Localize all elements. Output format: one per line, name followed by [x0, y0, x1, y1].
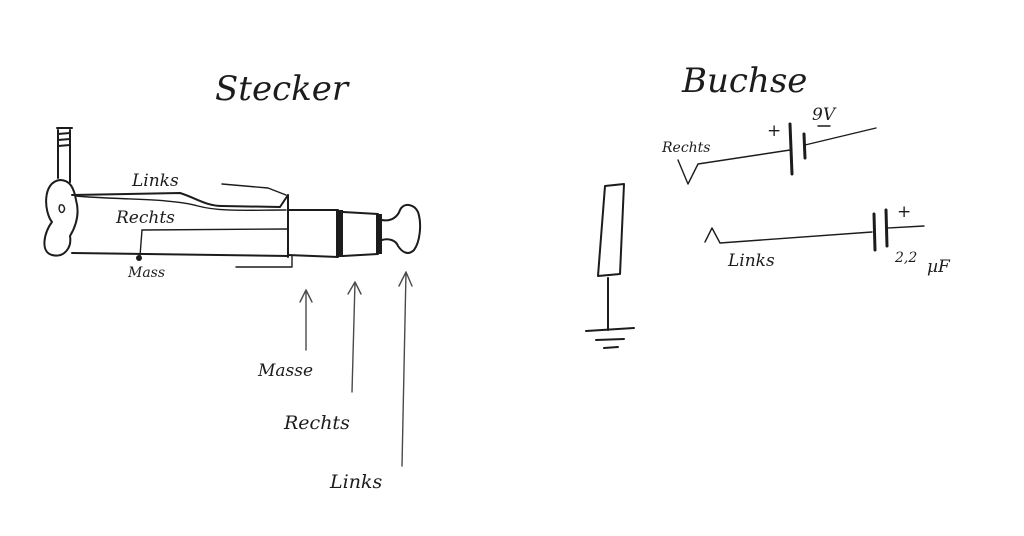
arrow-ring	[347, 281, 362, 393]
arrow-sleeve	[299, 289, 313, 351]
plug-sleeve	[287, 209, 339, 258]
plug-ring	[342, 211, 379, 257]
plug-tip	[381, 204, 422, 254]
wire-battery-out	[804, 127, 877, 146]
socket-title: Buchse	[681, 61, 807, 101]
plug-label-links: Links	[131, 171, 179, 191]
capacitor-unit: µF	[927, 257, 951, 277]
plug-insulator-1	[336, 210, 343, 257]
battery-plate-short	[802, 132, 807, 160]
plug-label-rechts: Rechts	[115, 208, 175, 228]
plug-grip	[43, 179, 79, 257]
capacitor-value: 2,2	[894, 250, 917, 266]
socket-label-links: Links	[727, 251, 775, 271]
pointer-arrows	[299, 271, 413, 467]
plug-body-bottom	[235, 255, 293, 268]
plug-label-mass: Mass	[127, 265, 165, 281]
ground-symbol	[585, 327, 635, 349]
pointer-label-rechts: Rechts	[283, 412, 350, 434]
capacitor-plate-1	[872, 212, 877, 252]
pointer-label-masse: Masse	[257, 361, 313, 381]
wire-links-socket	[704, 227, 873, 244]
plug-insulator-2	[376, 214, 382, 254]
wire-links	[75, 195, 287, 212]
arrow-tip	[398, 271, 413, 467]
wire-rechts	[141, 228, 289, 231]
plug-cable	[56, 127, 73, 183]
socket-drawing: Buchse Rechts + 9V + 2,2 µF Links	[585, 61, 951, 349]
battery-voltage: 9V	[812, 105, 837, 125]
plug-body-outline	[71, 192, 289, 258]
plug-title: Stecker	[215, 69, 350, 109]
wire-mass	[139, 229, 143, 257]
wire-rechts-socket	[677, 149, 791, 185]
battery-plus-sign: +	[767, 121, 781, 141]
plug-drawing: Stecker Links Rechts Mass Masse	[43, 69, 422, 493]
capacitor-plus-sign: +	[897, 202, 911, 222]
wire-capacitor-out	[886, 225, 925, 229]
socket-body	[597, 183, 625, 277]
socket-label-rechts: Rechts	[661, 140, 711, 156]
ground-solder-point	[136, 255, 142, 261]
plug-body-top	[221, 183, 287, 196]
pointer-label-links: Links	[329, 471, 382, 493]
plug-grip-mark	[58, 204, 66, 214]
battery-plate-long	[788, 122, 794, 176]
